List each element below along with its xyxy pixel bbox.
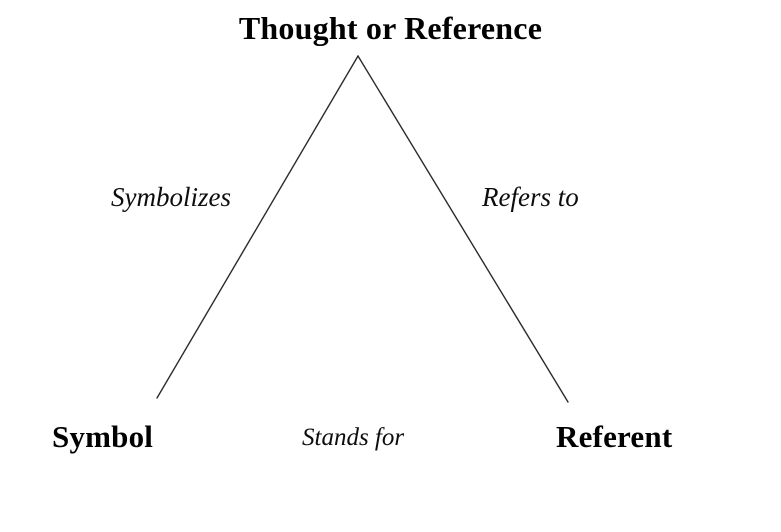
edge-label-symbolizes: Symbolizes (111, 182, 231, 212)
vertex-label-thought-or-reference: Thought or Reference (238, 10, 543, 46)
edge-label-refers-to: Refers to (482, 182, 579, 212)
edge-line-symbolizes (156, 55, 359, 399)
edge-line-refers-to (357, 55, 569, 403)
edge-label-stands-for: Stands for (302, 424, 405, 451)
vertex-label-symbol: Symbol (52, 419, 154, 454)
vertex-label-referent: Referent (556, 419, 673, 454)
